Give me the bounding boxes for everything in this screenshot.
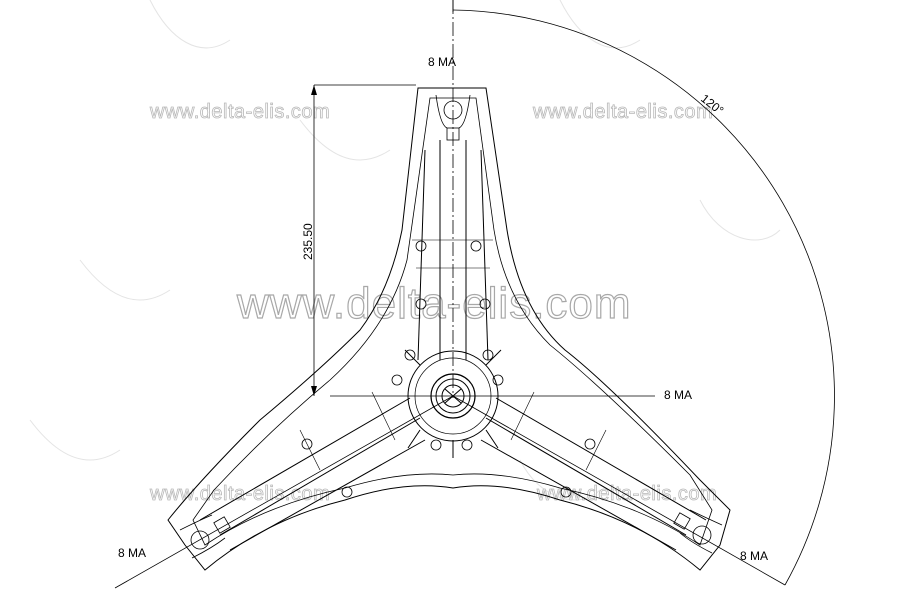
watermark-top-right: www.delta-elis.com bbox=[532, 101, 713, 123]
hub-bore-outer bbox=[430, 373, 476, 419]
boss bbox=[301, 438, 313, 450]
hub-rib-4 bbox=[485, 429, 499, 449]
left-bolt-fillet bbox=[179, 514, 226, 559]
dimension-arrows bbox=[311, 85, 317, 396]
top-bolt-circle bbox=[443, 100, 463, 120]
watermark-center: www.delta-elis.com bbox=[236, 279, 632, 328]
left-arm-cross-2 bbox=[299, 429, 321, 471]
hub-rib-1 bbox=[404, 349, 421, 366]
spider-body bbox=[167, 87, 731, 571]
hub-bore-inner bbox=[435, 378, 471, 414]
bolt-label-left: 8 MA bbox=[118, 546, 146, 560]
right-arm-rail-3 bbox=[480, 439, 677, 551]
left-bolt-detail bbox=[179, 514, 231, 559]
hub-slot-2 bbox=[444, 388, 462, 404]
dimension-arrow-top bbox=[311, 85, 317, 95]
boss bbox=[391, 374, 403, 386]
right-arm-rail-1 bbox=[485, 417, 687, 536]
dimension-lines bbox=[114, 0, 835, 589]
hub-middle-ring bbox=[414, 357, 492, 435]
boss bbox=[584, 438, 596, 450]
left-arm-rail-3 bbox=[229, 439, 426, 551]
mounting-bosses bbox=[301, 240, 596, 498]
spider-inner-outline bbox=[192, 97, 713, 546]
right-bolt-square bbox=[673, 512, 691, 530]
boss bbox=[430, 439, 442, 451]
bolt-label-center: 8 MA bbox=[664, 388, 692, 402]
left-radial-line bbox=[114, 395, 454, 589]
left-bolt-square bbox=[213, 516, 231, 534]
left-bolt-circle bbox=[190, 530, 210, 550]
top-bolt-fillet bbox=[435, 94, 471, 129]
bolt-label-right: 8 MA bbox=[740, 549, 768, 563]
top-bolt-detail bbox=[435, 94, 471, 141]
right-arm-cross-1 bbox=[510, 391, 535, 441]
left-arm-rail-1 bbox=[219, 417, 421, 536]
right-arm-rail-2 bbox=[495, 397, 707, 521]
boss bbox=[560, 486, 572, 498]
right-bolt-detail bbox=[673, 509, 723, 554]
bolt-label-top: 8 MA bbox=[428, 55, 456, 69]
top-arm-rail-3 bbox=[417, 149, 426, 361]
boss bbox=[415, 298, 427, 310]
spider-outline bbox=[167, 87, 731, 571]
boss bbox=[461, 439, 473, 451]
left-arm-rail-2 bbox=[199, 397, 411, 521]
boss bbox=[404, 349, 416, 361]
boss bbox=[415, 240, 427, 252]
hub-bore-core bbox=[441, 384, 465, 408]
right-bolt-fillet bbox=[679, 509, 723, 554]
top-arm-rail-4 bbox=[480, 149, 489, 361]
right-arm-cross-2 bbox=[585, 429, 607, 471]
right-bolt-circle bbox=[692, 525, 712, 545]
watermark-top-left: www.delta-elis.com bbox=[149, 101, 330, 123]
dimension-arrow-bottom bbox=[311, 386, 317, 396]
background-pattern bbox=[29, 0, 781, 501]
hub-rib-2 bbox=[485, 349, 502, 366]
right-radial-line bbox=[452, 395, 786, 586]
boss bbox=[470, 240, 482, 252]
hub-rib-3 bbox=[407, 429, 421, 449]
left-arm-cross-1 bbox=[371, 391, 396, 441]
top-bolt-square bbox=[446, 127, 460, 141]
watermark-group: www.delta-elis.com www.delta-elis.com ww… bbox=[149, 101, 717, 506]
boss bbox=[341, 486, 353, 498]
boss bbox=[482, 349, 494, 361]
boss bbox=[492, 374, 504, 386]
vertical-dimension-value: 235.50 bbox=[301, 223, 315, 260]
angle-arc bbox=[452, 9, 835, 586]
boss bbox=[479, 298, 491, 310]
